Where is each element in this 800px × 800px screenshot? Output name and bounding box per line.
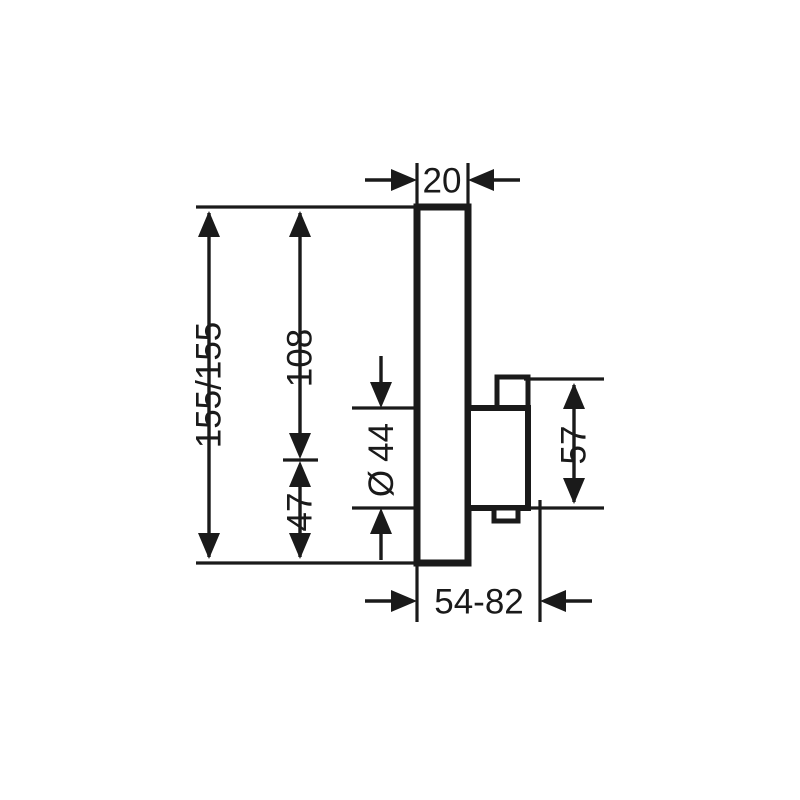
valve-top-cap <box>494 374 531 411</box>
dimension-108: 108 <box>281 211 320 459</box>
dimension-label-diameter-44: Ø 44 <box>362 423 401 497</box>
valve-body-group <box>465 374 531 524</box>
dimension-label-47: 47 <box>281 493 320 532</box>
diameter-value: 44 <box>362 423 401 462</box>
diameter-symbol: Ø <box>362 470 401 497</box>
trim-plate-outline <box>413 203 472 567</box>
dimension-47: 47 <box>281 461 320 559</box>
valve-bottom-tab <box>491 505 521 524</box>
dimension-155-155: 155/155 <box>190 211 229 559</box>
extension-lines <box>196 163 604 622</box>
dimension-label-20: 20 <box>423 162 462 201</box>
trim-plate <box>413 203 472 567</box>
dimension-diameter-44: Ø 44 <box>362 356 401 560</box>
dimension-label-54-82: 54-82 <box>434 583 524 622</box>
dimension-label-57: 57 <box>555 426 594 465</box>
dimension-label-108: 108 <box>281 329 320 387</box>
dimension-label-155-155: 155/155 <box>190 322 229 449</box>
dimension-57: 57 <box>555 383 594 504</box>
dimension-54-82: 54-82 <box>365 583 592 622</box>
valve-body <box>465 405 531 511</box>
dimension-20: 20 <box>365 162 520 201</box>
